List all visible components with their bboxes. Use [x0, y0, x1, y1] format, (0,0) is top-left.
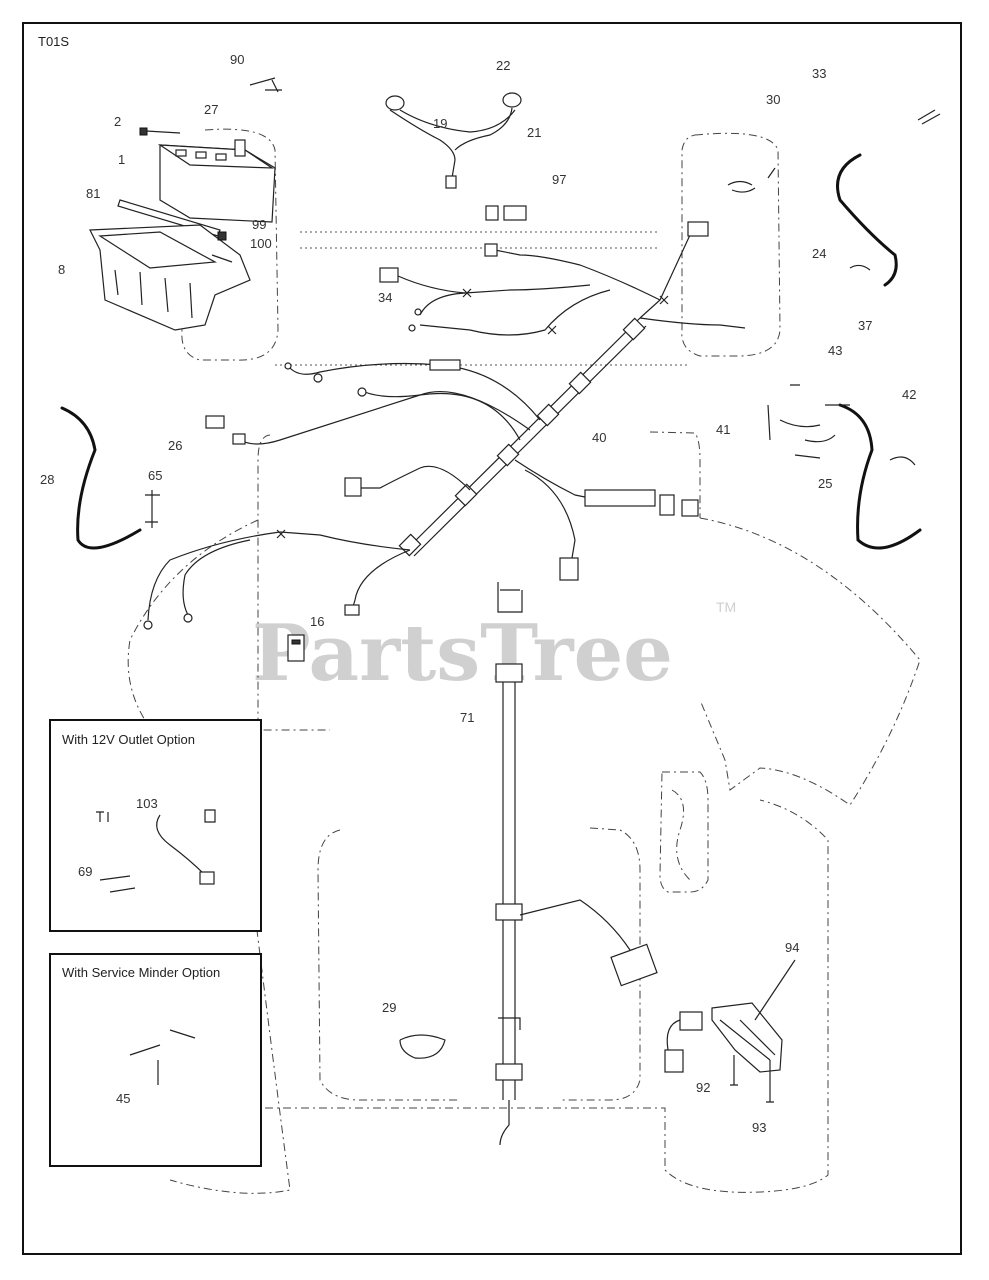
frame-outline: [257, 431, 701, 731]
callout-42: 42: [902, 387, 916, 402]
switch-97: [485, 205, 527, 221]
leader-94: [754, 959, 796, 1021]
small-clip-33: [917, 109, 941, 125]
inset-service-minder-title: With Service Minder Option: [62, 965, 220, 980]
battery-cable-short: [211, 254, 233, 263]
diagram-code: T01S: [38, 34, 69, 49]
terminal-nut: [217, 231, 227, 241]
connector-92: [664, 1011, 703, 1073]
callout-41: 41: [716, 422, 730, 437]
watermark: PartsTree: [252, 608, 673, 699]
ground-terminals: [143, 308, 422, 630]
callout-24: 24: [812, 246, 826, 261]
small-clip-90: [249, 77, 282, 93]
battery: [157, 139, 276, 223]
harness-71: [495, 582, 658, 1146]
hardware-25: [767, 384, 836, 459]
main-harness-trunk: [407, 317, 647, 557]
callout-19: 19: [433, 116, 447, 131]
callout-37: 37: [858, 318, 872, 333]
inset-service-minder: [49, 953, 262, 1167]
cable-24: [836, 153, 898, 287]
right-fender-outline: [699, 517, 921, 806]
inset-service-minder-callout-45: 45: [116, 1091, 130, 1106]
splice-marks: [276, 288, 669, 539]
inset-12v-title: With 12V Outlet Option: [62, 732, 195, 747]
cable-42-end: [889, 456, 916, 466]
trademark: TM: [716, 599, 736, 615]
callout-97: 97: [552, 172, 566, 187]
callout-25: 25: [818, 476, 832, 491]
battery-tray: [89, 224, 251, 331]
connector-16: [287, 634, 305, 662]
inset-12v-parts: [96, 809, 216, 893]
callout-26: 26: [168, 438, 182, 453]
callout-27: 27: [204, 102, 218, 117]
inset-12v-outlet: [49, 719, 262, 932]
callout-99: 99: [252, 217, 266, 232]
callout-34: 34: [378, 290, 392, 305]
callout-71: 71: [460, 710, 474, 725]
callout-29: 29: [382, 1000, 396, 1015]
harness-clips: [398, 317, 646, 557]
screws-93: [730, 1055, 774, 1103]
cable-28: [60, 406, 142, 550]
callout-81: 81: [86, 186, 100, 201]
diagram-frame: [22, 22, 962, 1255]
callout-1: 1: [118, 152, 125, 167]
harness-branches: [147, 221, 746, 621]
callout-93: 93: [752, 1120, 766, 1135]
inset-12v-callout-69: 69: [78, 864, 92, 879]
callout-21: 21: [527, 125, 541, 140]
callout-8: 8: [58, 262, 65, 277]
cable-42: [838, 403, 922, 550]
callout-43: 43: [828, 343, 842, 358]
right-panel-outline: [681, 132, 781, 357]
callout-28: 28: [40, 472, 54, 487]
callout-65: 65: [148, 468, 162, 483]
battery-bolt: [139, 127, 181, 136]
battery-region-outline: [181, 128, 279, 361]
hardware-29: [399, 1034, 446, 1059]
callout-30: 30: [766, 92, 780, 107]
fuse-clip-2: [727, 167, 776, 193]
callout-2: 2: [114, 114, 121, 129]
callout-16: 16: [310, 614, 324, 629]
cable-24-end: [849, 264, 871, 271]
headlight-harness: [385, 92, 522, 189]
pedal-slot-inner: [671, 789, 691, 881]
callout-100: 100: [250, 236, 272, 251]
callout-90: 90: [230, 52, 244, 67]
callout-labels: 90 22 33 30 2 27 19 21 1 97 81 99 100 8 …: [40, 52, 916, 1135]
bolt-65: [145, 490, 160, 528]
callout-22: 22: [496, 58, 510, 73]
inset-12v-callout-103: 103: [136, 796, 158, 811]
seat-outline: [317, 827, 641, 1101]
switch-94: [711, 1002, 783, 1073]
callout-94: 94: [785, 940, 799, 955]
callout-40: 40: [592, 430, 606, 445]
callout-92: 92: [696, 1080, 710, 1095]
pedal-slot-outline: [659, 771, 709, 893]
inset-service-minder-parts: [129, 1029, 196, 1085]
callout-33: 33: [812, 66, 826, 81]
rear-deck-outline: [265, 799, 829, 1193]
